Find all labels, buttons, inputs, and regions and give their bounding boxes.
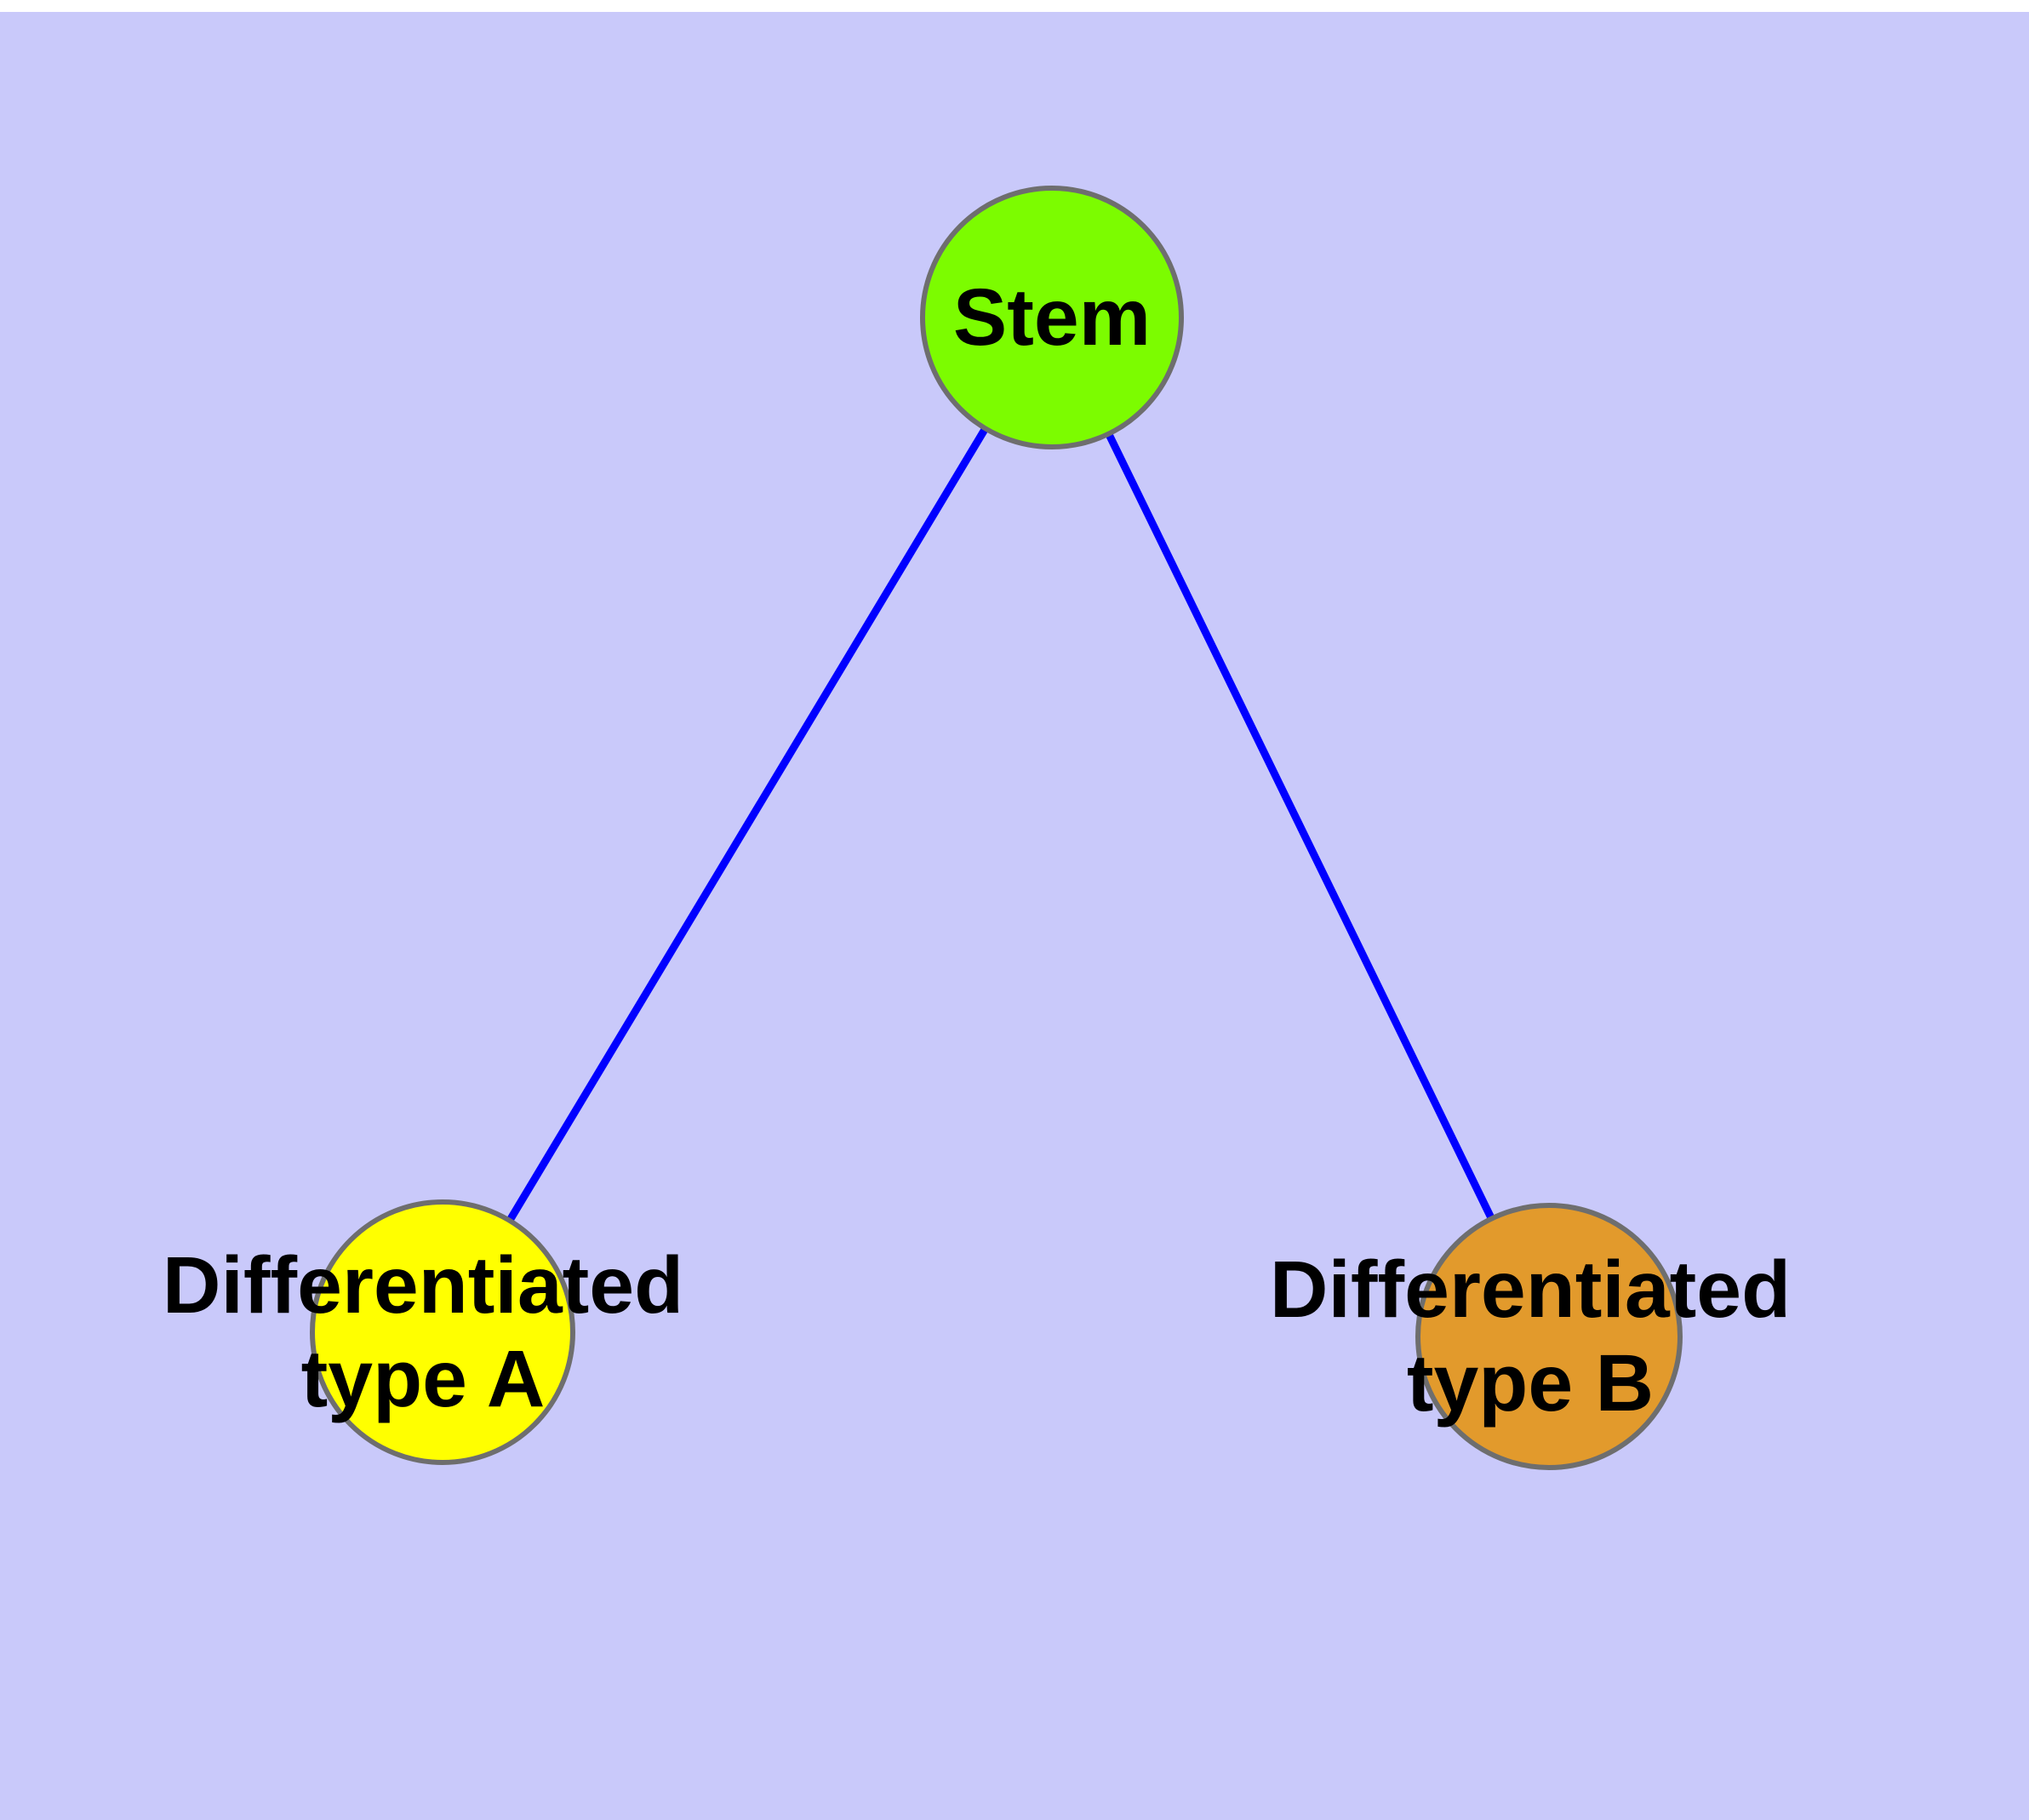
node-differentiated-type-a[interactable]	[310, 1199, 575, 1465]
edges-layer	[505, 425, 1496, 1224]
node-differentiated-type-b[interactable]	[1415, 1203, 1683, 1470]
node-stem[interactable]	[920, 186, 1184, 449]
nodes-layer	[310, 186, 1683, 1470]
edge-stem-to-differentiated-type-a[interactable]	[505, 425, 990, 1224]
edge-stem-to-differentiated-type-b[interactable]	[1104, 430, 1496, 1222]
